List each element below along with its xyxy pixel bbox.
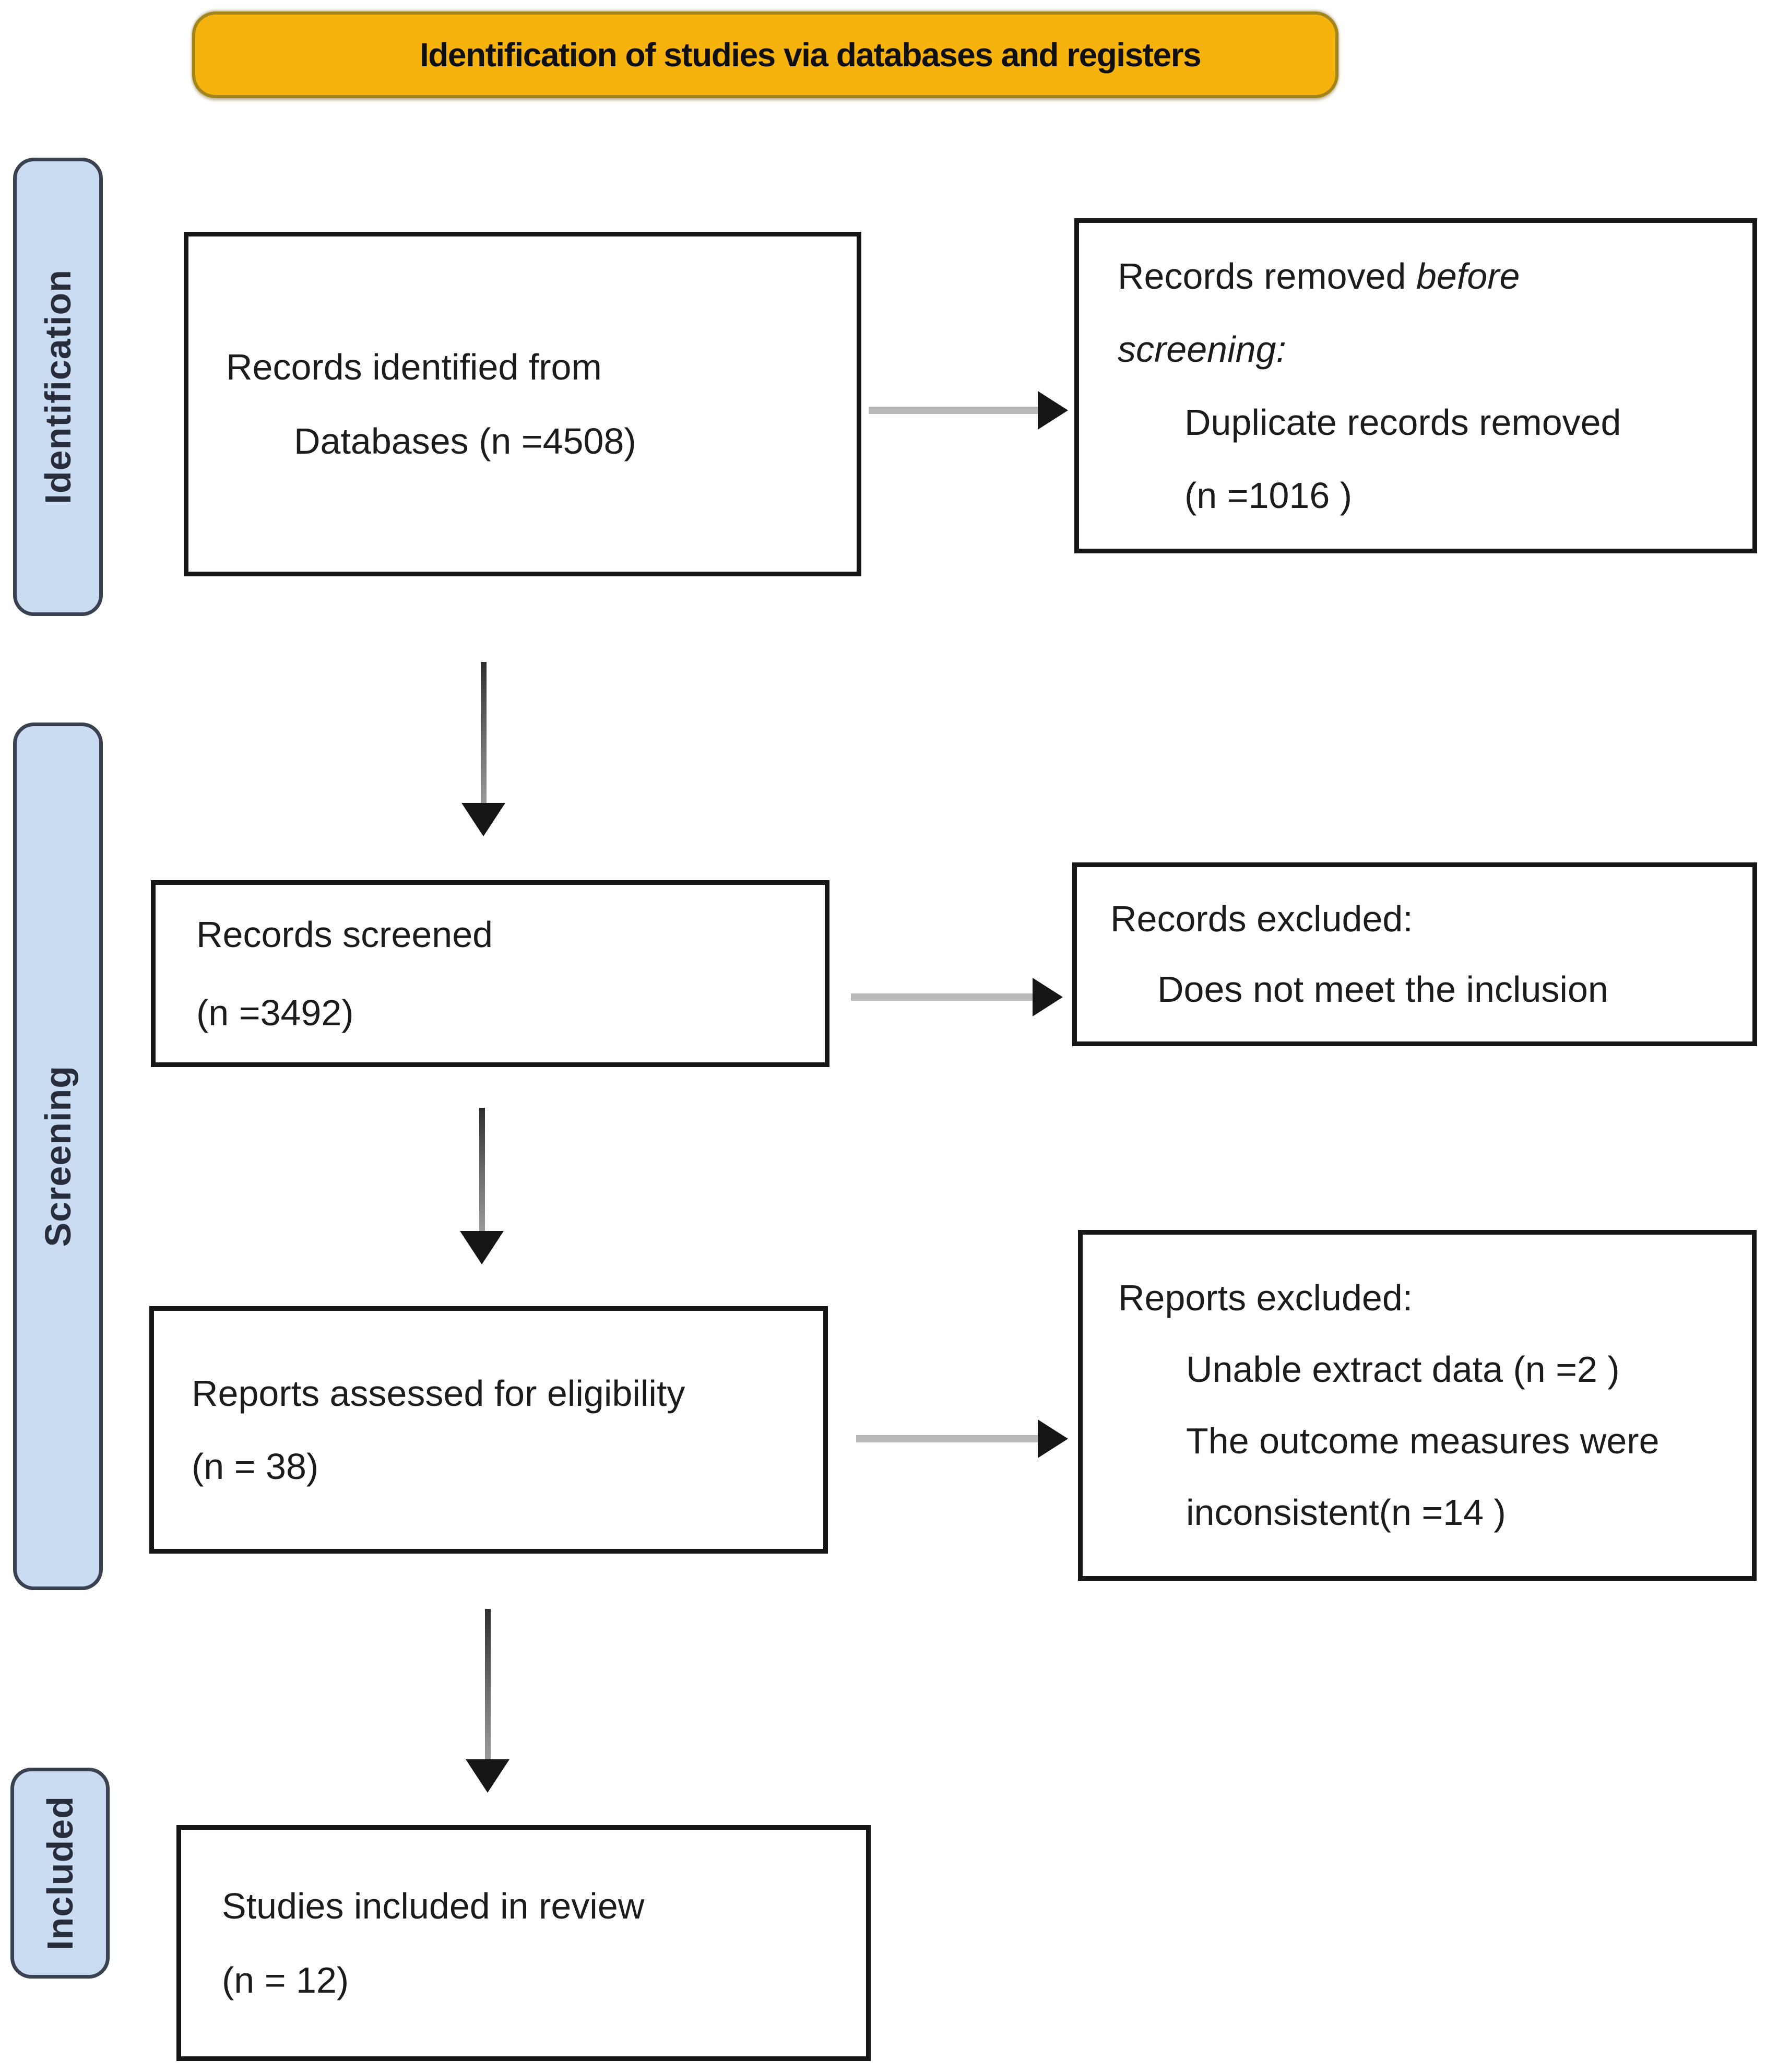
arrow-shaft: [485, 1609, 491, 1760]
arrow-head-icon: [466, 1759, 509, 1793]
box-studies-included: Studies included in review (n = 12): [176, 1825, 871, 2061]
stage-label-text: Identification: [38, 269, 78, 504]
box-records-removed: Records removed before screening: Duplic…: [1074, 218, 1757, 553]
box-text-line: inconsistent(n =14 ): [1186, 1492, 1506, 1533]
arrow-head-icon: [460, 1231, 504, 1264]
box-text-line: (n =3492): [196, 992, 354, 1033]
box-text-line: Databases (n =4508): [294, 421, 636, 461]
box-text-line: (n =1016 ): [1184, 475, 1353, 516]
box-text-segment: Records removed: [1118, 256, 1416, 297]
title-banner: Identification of studies via databases …: [192, 11, 1338, 98]
box-text-line: The outcome measures were: [1186, 1420, 1660, 1461]
stage-label-text: Screening: [38, 1065, 78, 1247]
box-text-line: Reports excluded:: [1118, 1277, 1413, 1318]
box-text-line: Unable extract data (n =2 ): [1186, 1349, 1620, 1390]
box-text-line: Studies included in review: [222, 1886, 645, 1926]
box-records-identified: Records identified from Databases (n =45…: [184, 232, 861, 576]
box-reports-excluded: Reports excluded: Unable extract data (n…: [1078, 1230, 1757, 1581]
box-records-screened: Records screened (n =3492): [151, 880, 829, 1067]
arrow-shaft: [479, 1108, 485, 1232]
arrow-shaft: [481, 662, 487, 804]
box-text-line: Records identified from: [226, 347, 602, 387]
box-text-line: Does not meet the inclusion: [1157, 969, 1608, 1010]
stage-label-included: Included: [10, 1768, 110, 1979]
box-text-line: Reports assessed for eligibility: [192, 1373, 685, 1414]
arrow-head-icon: [461, 803, 505, 836]
box-text-line: Records excluded:: [1110, 898, 1413, 939]
stage-label-text: Included: [40, 1796, 80, 1950]
arrow-shaft: [856, 1435, 1039, 1442]
box-records-excluded: Records excluded: Does not meet the incl…: [1072, 862, 1757, 1046]
box-text-line: (n = 12): [222, 1960, 349, 2000]
box-text-line: Records screened: [196, 914, 493, 955]
stage-label-screening: Screening: [13, 723, 103, 1590]
arrow-head-icon: [1033, 978, 1063, 1016]
arrow-shaft: [851, 993, 1034, 1001]
box-text-segment-italic: screening:: [1118, 329, 1286, 370]
arrow-head-icon: [1038, 1419, 1068, 1458]
box-text-line: Duplicate records removed: [1184, 402, 1621, 443]
box-text-line: screening:: [1118, 313, 1752, 386]
stage-label-identification: Identification: [13, 158, 103, 616]
title-banner-text: Identification of studies via databases …: [420, 36, 1202, 74]
box-reports-assessed: Reports assessed for eligibility (n = 38…: [149, 1306, 828, 1554]
box-text-segment-italic: before: [1416, 256, 1520, 297]
arrow-shaft: [869, 407, 1039, 414]
box-text-line: (n = 38): [192, 1446, 319, 1487]
box-text-line: Records removed before: [1118, 240, 1752, 313]
arrow-head-icon: [1038, 391, 1068, 430]
